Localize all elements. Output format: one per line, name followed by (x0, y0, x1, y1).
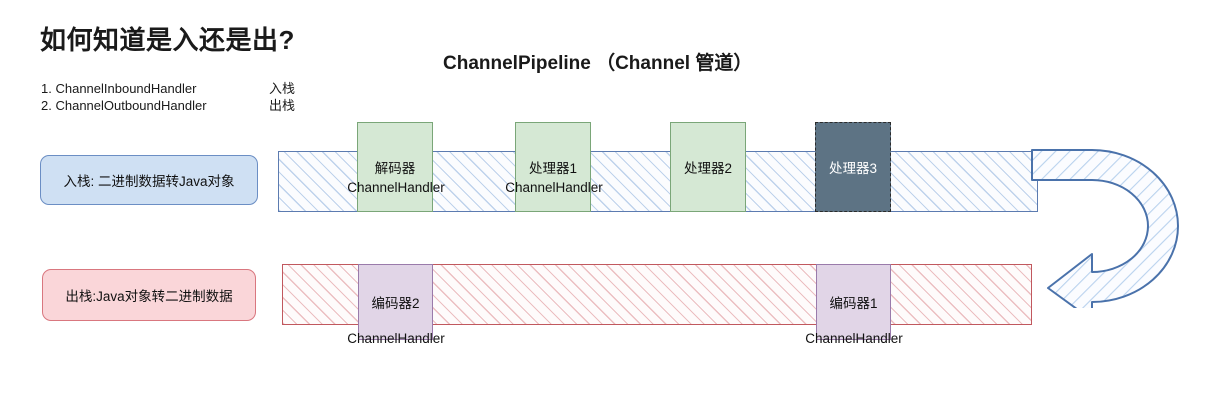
legend-inbound: 入栈: 二进制数据转Java对象 (40, 155, 258, 205)
list-item-name: ChannelInboundHandler (55, 81, 197, 96)
list-item-label: 1. ChannelInboundHandler (41, 80, 269, 97)
list-item: 1. ChannelInboundHandler 入栈 (41, 80, 329, 97)
list-item-tag: 入栈 (269, 81, 296, 96)
node-encoder-2-label: 编码器2 (371, 296, 420, 311)
caption-handler-1-channelhandler: ChannelHandler (505, 180, 603, 195)
diagram-title: ChannelPipeline （Channel 管道） (443, 53, 753, 74)
legend-outbound: 出栈:Java对象转二进制数据 (42, 269, 256, 321)
u-turn-arrow-icon (1031, 149, 1179, 308)
node-handler-3[interactable]: 处理器3 (815, 122, 891, 212)
list-item-index: 1. (41, 81, 52, 96)
list-item-index: 2. (41, 98, 52, 113)
node-handler-3-label: 处理器3 (828, 161, 877, 176)
node-decoder[interactable]: 解码器 (357, 122, 433, 212)
legend-inbound-label: 入栈: 二进制数据转Java对象 (63, 174, 235, 189)
node-encoder-1[interactable]: 编码器1 (816, 264, 891, 340)
handler-list: 1. ChannelInboundHandler 入栈 2. ChannelOu… (41, 80, 329, 114)
node-encoder-1-label: 编码器1 (829, 296, 878, 311)
page-title: 如何知道是入还是出? (40, 25, 295, 55)
node-decoder-label: 解码器 (374, 161, 416, 176)
caption-encoder-1-channelhandler: ChannelHandler (805, 331, 903, 346)
node-encoder-2[interactable]: 编码器2 (358, 264, 433, 340)
list-item-label: 2. ChannelOutboundHandler (41, 97, 269, 114)
caption-encoder-2-channelhandler: ChannelHandler (347, 331, 445, 346)
list-item-name: ChannelOutboundHandler (55, 98, 207, 113)
list-item: 2. ChannelOutboundHandler 出栈 (41, 97, 329, 114)
node-handler-2[interactable]: 处理器2 (670, 122, 746, 212)
caption-decoder-channelhandler: ChannelHandler (347, 180, 445, 195)
node-handler-2-label: 处理器2 (683, 161, 732, 176)
node-handler-1[interactable]: 处理器1 (515, 122, 591, 212)
node-handler-1-label: 处理器1 (528, 161, 577, 176)
list-item-tag: 出栈 (269, 98, 296, 113)
legend-outbound-label: 出栈:Java对象转二进制数据 (65, 289, 233, 304)
